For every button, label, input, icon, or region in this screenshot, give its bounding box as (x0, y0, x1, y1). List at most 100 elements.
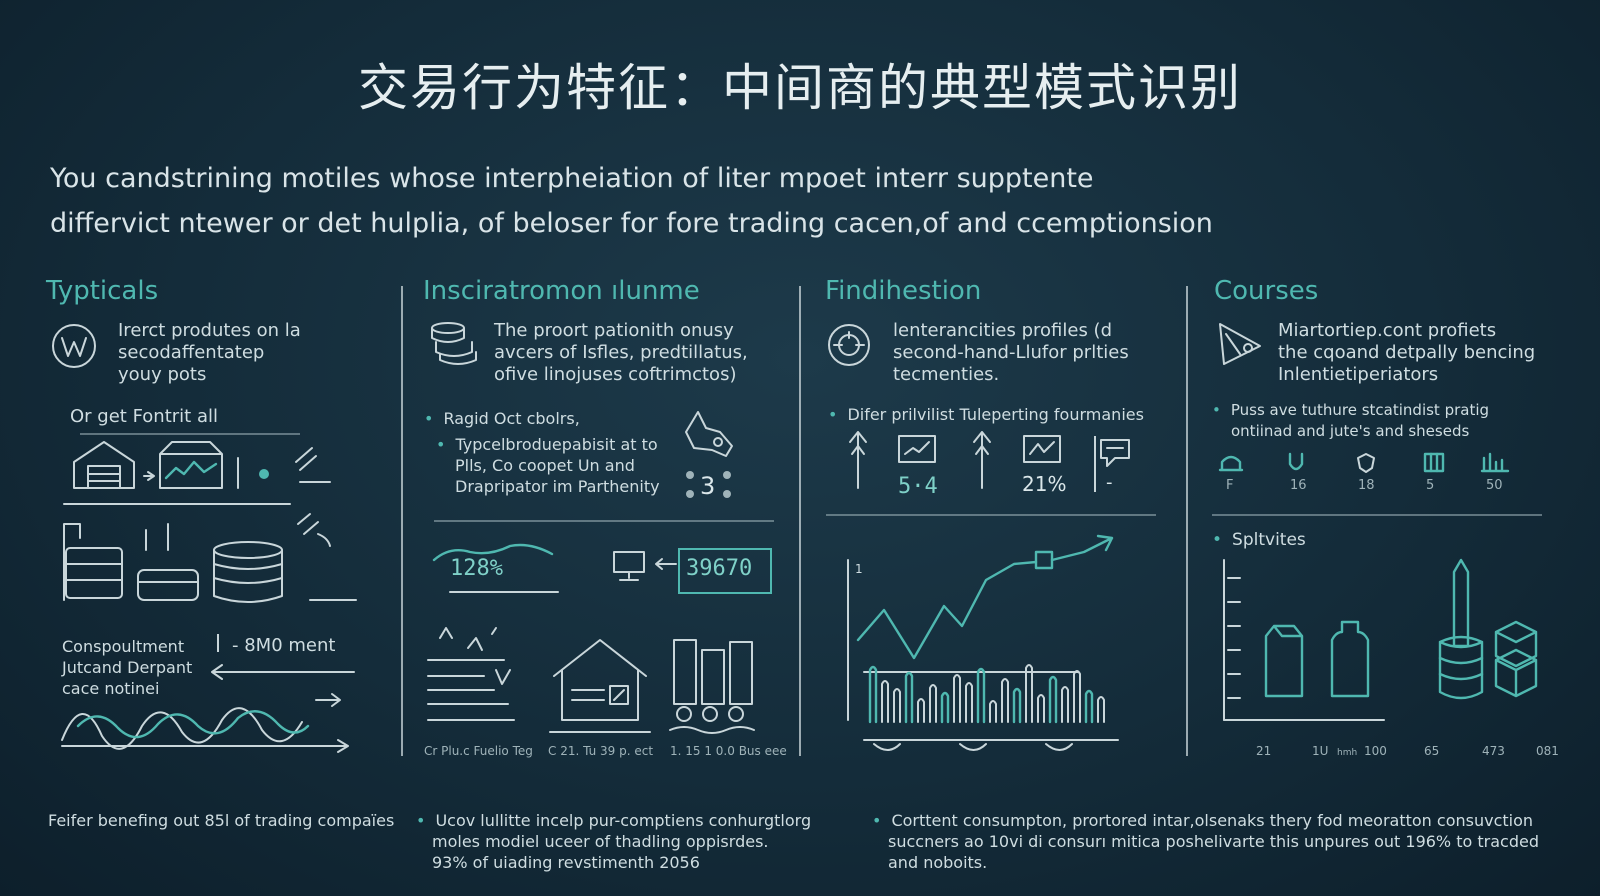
bullet-icon: • (828, 405, 838, 424)
column-3-description: lenterancities profiles (d second-hand-L… (893, 320, 1129, 386)
column-2-stat-2-box (678, 548, 772, 594)
arrow-up-icon (973, 431, 991, 489)
mini-stat: 5 (1426, 478, 1435, 493)
axis-tick: 1U (1312, 744, 1329, 758)
arrow-left-icon (211, 664, 355, 680)
divider (217, 634, 219, 652)
product-chart-illustration (1223, 558, 1538, 721)
column-4-heading: Courses (1214, 276, 1319, 306)
mini-stat: 18 (1358, 478, 1375, 493)
desc-line: the cqoand detpally bencing (1278, 342, 1536, 363)
label-line: cace notinei (62, 679, 160, 698)
illustration-bar (893, 688, 901, 723)
bullet-text: Drapripator im Parthenity (455, 477, 660, 496)
divider (80, 433, 300, 435)
footer-right: • Corttent consumpton, prortored intar,ol… (872, 810, 1539, 873)
illustration-bar (1084, 689, 1094, 724)
column-1-metric-value: - 8M0 ment (232, 635, 336, 656)
bullet-icon: • (416, 811, 426, 830)
illustration-bar (1073, 670, 1081, 723)
column-1-subhead: Or get Fontrit all (70, 406, 218, 427)
box-icon (1423, 452, 1445, 473)
bullet-icon: • (1212, 401, 1221, 419)
trucks-illustration (427, 627, 515, 721)
warehouse-illustration (63, 441, 331, 505)
illustration-bar (1097, 696, 1105, 723)
wave-chart-illustration (61, 693, 349, 753)
illustration-bar (917, 698, 925, 723)
illustration-bar (1048, 675, 1058, 724)
desc-line: avcers of Isfles, predtillatus, (494, 342, 748, 363)
divider (434, 520, 774, 522)
desc-line: ofive linojuses coftrimctos) (494, 364, 737, 385)
bullet-icon: • (872, 811, 882, 830)
bag-icon (685, 411, 733, 457)
footer-left: Feifer benefing out 85l of trading compa… (48, 811, 395, 830)
desc-line: tecmenties. (893, 364, 1000, 385)
bullet-text: Difer prilvilist Tuleperting fourmanies (847, 405, 1144, 424)
caption: 1. 15 1 0.0 Bus eee (670, 744, 787, 758)
column-3-stat-3: - (1106, 472, 1113, 493)
bullet-text: ontiinad and jute's and sheseds (1231, 422, 1470, 440)
footer-line: succners ao 10vi di consurı mitica poshe… (888, 832, 1539, 851)
bullet-text: Spltvites (1232, 530, 1306, 550)
footer-line: moles modiel uceer of thadling oppisrdes… (432, 832, 769, 851)
desc-line: Miartortiep.cont profiets (1278, 320, 1497, 341)
divider (1212, 514, 1542, 516)
inventory-stacks-illustration (63, 513, 357, 603)
column-divider (401, 286, 403, 756)
bullet-text: Puss ave tuthure stcatindist pratig (1230, 401, 1490, 419)
intro-text: You candstrining motiles whose interphei… (50, 156, 1213, 246)
axis-tick: 21 (1256, 744, 1272, 758)
footer-middle: • Ucov lullitte incelp pur-comptiens conh… (416, 810, 811, 873)
illustration-bar (1012, 687, 1022, 724)
magnet-icon (1288, 452, 1304, 471)
column-3-stat-2: 21% (1022, 472, 1067, 496)
page-title: 交易行为特征：中间商的典型模式识别 (358, 59, 1242, 117)
illustration-bar (965, 682, 973, 723)
divider (826, 514, 1156, 516)
illustration-bar (1061, 686, 1069, 723)
bullet-text: Ragid Oct cbolrs, (443, 409, 580, 428)
arrow-up-icon (849, 431, 867, 489)
column-3-bullet-1: • Difer prilvilist Tuleperting fourmanies (828, 404, 1144, 425)
buildings-illustration (669, 639, 755, 734)
badge-w-icon (52, 324, 96, 368)
illustration-bar (989, 700, 997, 723)
chart-panel-icon (898, 435, 936, 463)
footer-line: 93% of uiading revstimenth 2056 (432, 853, 700, 872)
monitor-icon (613, 551, 645, 581)
column-2-stat-1: 128% (450, 556, 503, 581)
bullet-icon: • (424, 409, 434, 428)
footer-line: Ucov lullitte incelp pur-comptiens conhu… (435, 811, 812, 830)
dots-icon (686, 471, 694, 498)
chart-panel-icon (1023, 435, 1061, 463)
badge-number: 3 (700, 472, 716, 500)
bar-chart-icon (1480, 452, 1510, 473)
illustration-bar (1037, 694, 1045, 723)
mini-stat: F (1226, 478, 1234, 493)
mini-stat: 50 (1486, 478, 1503, 493)
label-line: Conspoultment (62, 637, 185, 656)
axis-tick: 100 (1364, 744, 1387, 758)
arch-icon (1218, 455, 1244, 472)
bullet-text: Typcelbroduepabisit at to (455, 435, 658, 454)
desc-line: The proort pationith onusy (494, 320, 734, 341)
intro-line-2: differvict ntewer or det hulplia, of bel… (50, 208, 1213, 239)
illustration-bar (953, 674, 961, 723)
column-2-bullet-1: • Ragid Oct cbolrs, (424, 408, 580, 429)
column-3-heading: Findihestion (825, 276, 982, 306)
illustration-bar (1001, 678, 1009, 723)
funnel-icon (1219, 323, 1261, 365)
message-icon (1100, 439, 1130, 467)
desc-line: secodaffentatep (118, 342, 265, 363)
illustration-bar (940, 691, 950, 724)
column-divider (1186, 286, 1188, 756)
target-icon (828, 324, 870, 366)
trend-line-illustration (432, 543, 559, 593)
column-3-stat-1: 5·4 (898, 474, 938, 499)
column-2-bullet-2: •Typcelbroduepabisit at to Plls, Co coop… (436, 434, 660, 497)
growth-chart-illustration (847, 534, 1119, 751)
divider (1094, 436, 1096, 492)
footer-line: Corttent consumpton, prortored intar,ols… (891, 811, 1534, 830)
